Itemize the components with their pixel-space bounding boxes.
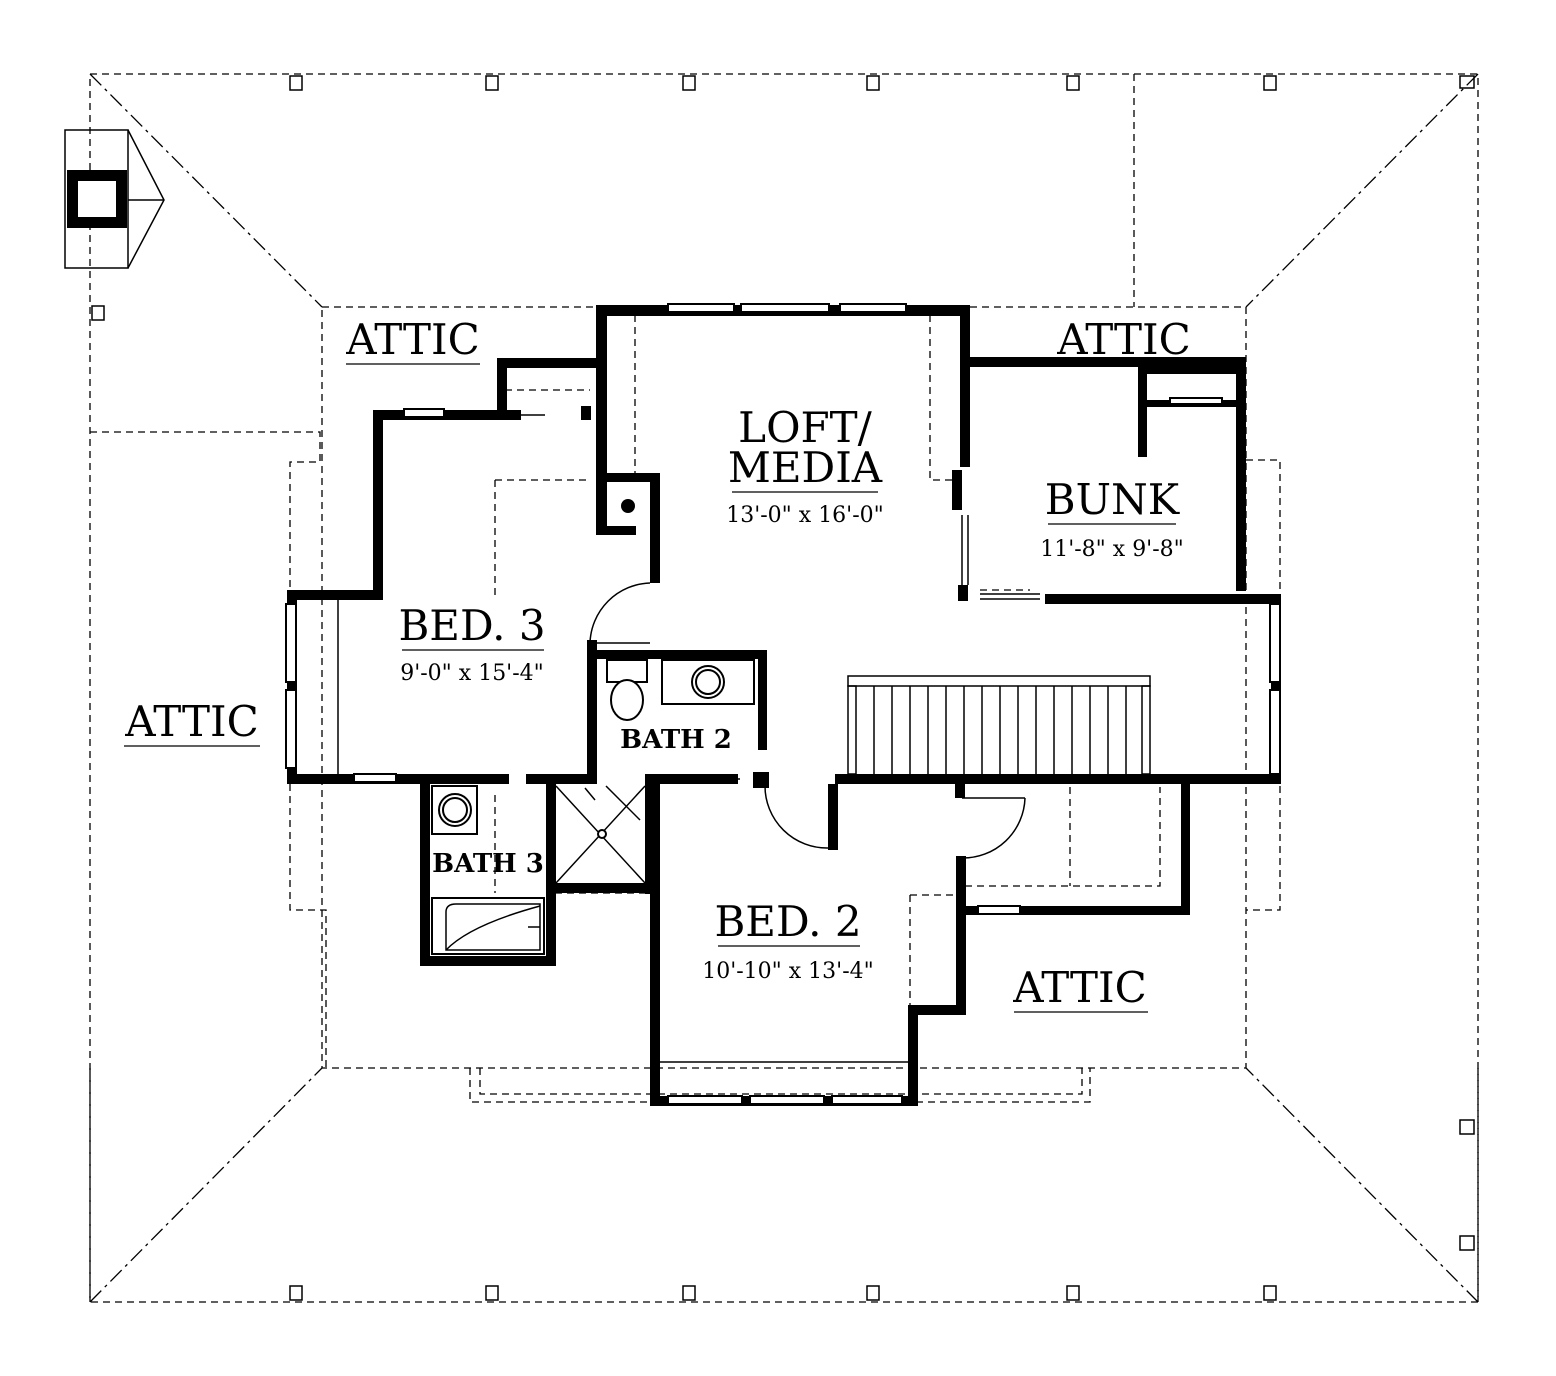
attic-label: ATTIC: [345, 315, 480, 364]
bunk-name: BUNK: [1045, 475, 1181, 524]
room-labels: LOFT/ MEDIA 13'-0" x 16'-0" BUNK 11'-8" …: [398, 403, 1183, 984]
bed2-dims: 10'-10" x 13'-4": [702, 959, 874, 984]
bunk-dims: 11'-8" x 9'-8": [1040, 537, 1184, 562]
attic-labels: ATTIC ATTIC ATTIC ATTIC: [124, 315, 1191, 1013]
windows: [285, 303, 1281, 1105]
loft-dims: 13'-0" x 16'-0": [726, 503, 884, 528]
attic-label: ATTIC: [1056, 315, 1191, 364]
bed3-name: BED. 3: [398, 601, 545, 650]
roof-outline: [89, 73, 1479, 1303]
bath3-name: BATH 3: [432, 849, 544, 879]
attic-label: ATTIC: [124, 697, 259, 746]
loft-name-line1: LOFT/: [738, 403, 872, 452]
attic-label: ATTIC: [1012, 963, 1147, 1012]
bed3-dims: 9'-0" x 15'-4": [400, 661, 544, 686]
chimney: [64, 129, 165, 269]
fixtures: [431, 499, 755, 955]
doors: [430, 414, 1040, 859]
stair: [847, 675, 1151, 775]
loft-name-line2: MEDIA: [728, 443, 883, 492]
bed2-name: BED. 2: [714, 897, 861, 946]
bath2-name: BATH 2: [620, 725, 732, 755]
